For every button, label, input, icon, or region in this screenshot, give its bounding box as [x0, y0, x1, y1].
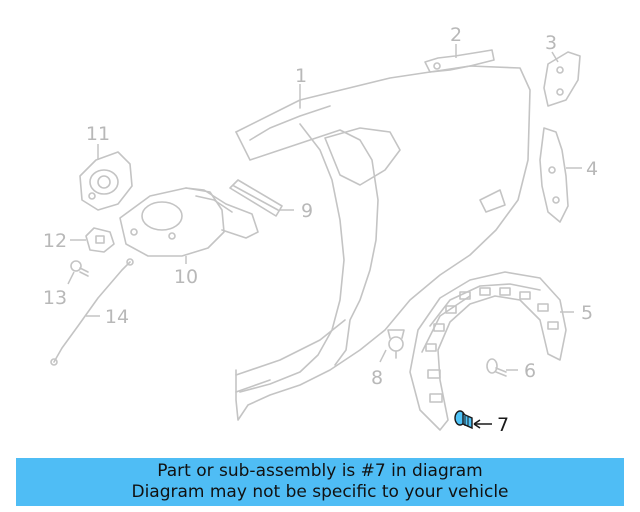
banner-line-disclaimer: Diagram may not be specific to your vehi… [131, 482, 509, 502]
leader-3 [551, 51, 559, 63]
callout-5[interactable]: 5 [581, 302, 593, 324]
callout-10[interactable]: 10 [174, 266, 198, 288]
info-banner: Part or sub-assembly is #7 in diagram Di… [16, 458, 624, 506]
screw-13-part [70, 260, 89, 277]
extension-part [539, 127, 569, 223]
callout-9[interactable]: 9 [301, 200, 313, 222]
callout-11[interactable]: 11 [86, 123, 110, 145]
strip-9-part [229, 179, 283, 217]
fuel-door-part [79, 151, 133, 211]
parts-diagram: 1 2 3 4 5 6 7 8 9 10 11 12 13 14 [43, 24, 598, 436]
leader-7-arrow [473, 419, 481, 429]
rear-bracket-part [424, 49, 495, 73]
callout-13[interactable]: 13 [43, 287, 67, 309]
banner-line-part-number: Part or sub-assembly is #7 in diagram [157, 461, 483, 481]
screw-6-part [486, 358, 507, 377]
leader-8 [379, 349, 387, 363]
quarter-panel-part [235, 65, 531, 421]
leader-13 [67, 271, 75, 285]
fuel-door-housing-part [119, 187, 259, 257]
callout-2[interactable]: 2 [450, 24, 462, 46]
callout-3[interactable]: 3 [545, 32, 557, 54]
screw-7-part-highlighted[interactable] [454, 410, 473, 430]
callout-14[interactable]: 14 [105, 306, 129, 328]
callout-4[interactable]: 4 [586, 158, 598, 180]
callout-1[interactable]: 1 [295, 65, 307, 87]
callout-6[interactable]: 6 [524, 360, 536, 382]
callout-12[interactable]: 12 [43, 230, 67, 252]
clip-8-part [387, 329, 405, 359]
callout-8[interactable]: 8 [371, 367, 383, 389]
upper-bracket-part [543, 51, 581, 107]
wheelhouse-liner-part [409, 271, 567, 431]
actuator-part [85, 227, 115, 253]
callout-7[interactable]: 7 [497, 414, 509, 436]
release-cable-part [50, 258, 134, 366]
